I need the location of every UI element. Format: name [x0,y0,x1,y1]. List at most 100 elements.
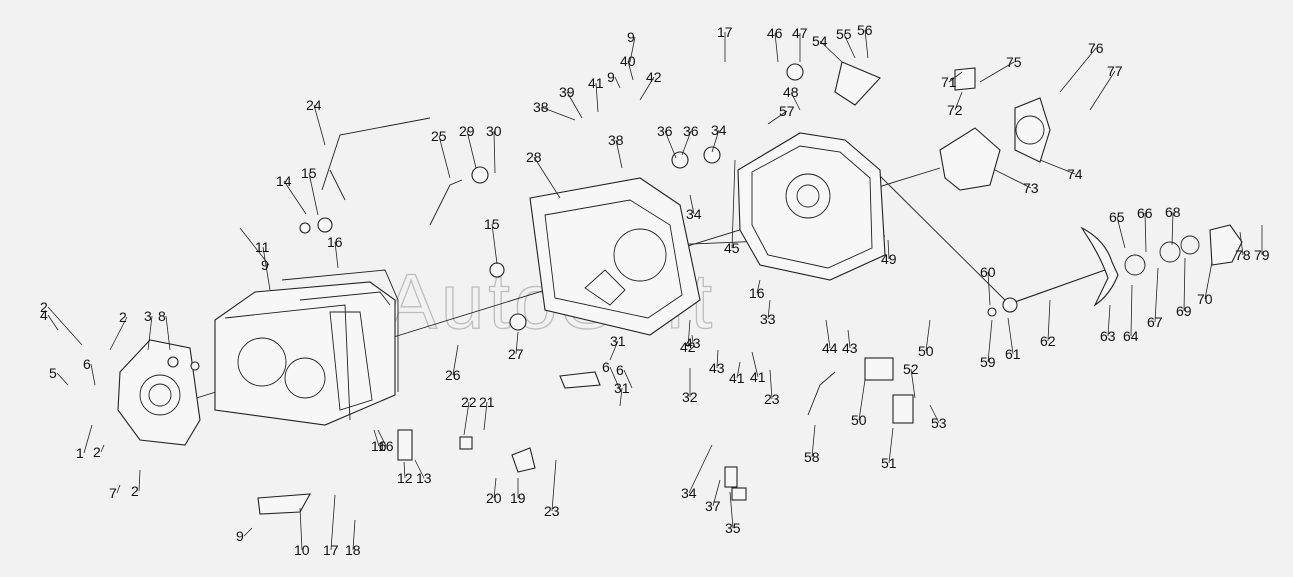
assembly-axis-right [879,175,1011,306]
part-number-label: 42 [646,69,662,85]
callout-37: 37 [705,479,721,514]
callout-62: 62 [1040,299,1056,349]
part-number-label: 26 [445,367,461,383]
part-number-label: 74 [1067,166,1083,182]
part-number-label: 39 [559,84,575,100]
callout-47: 47 [792,25,808,62]
leader-line [987,319,993,363]
part-number-label: 60 [980,264,996,280]
callout-43: 43 [709,349,725,376]
leader-line [463,401,470,436]
leader-line [910,368,916,399]
leader-line [790,91,801,111]
shift-fork [1080,224,1243,307]
callout-16: 16 [749,279,765,301]
part-number-label: 79 [1254,247,1270,263]
part-number-label: 73 [1023,180,1039,196]
callout-74: 74 [1039,159,1083,182]
leader-line [1089,70,1116,111]
callout-29: 29 [459,123,477,169]
leader-line [614,76,621,89]
callout-1: 1 [76,424,93,461]
callout-41: 41 [729,361,745,386]
callout-42: 42 [680,319,696,355]
part-number-label: 6 [83,356,91,372]
leader-line [483,401,488,431]
leader-line [334,241,339,269]
callout-6: 6 [83,356,96,386]
callout-23: 23 [544,459,560,519]
callout-41: 41 [588,75,604,113]
part-number-label: 22 [461,394,477,410]
callout-43: 43 [842,329,858,356]
part-number-label: 66 [1137,205,1153,221]
callout-75: 75 [979,54,1022,83]
callout-15: 15 [484,216,500,265]
leader-line [1239,231,1244,256]
part-number-label: 15 [301,165,317,181]
part-number-label: 36 [657,123,673,139]
callout-53: 53 [929,404,947,431]
part-number-label: 17 [323,542,339,558]
leader-line [1154,267,1159,323]
part-number-label: 31 [614,380,630,396]
callout-61: 61 [1005,317,1021,362]
callout-4: 4 [40,307,59,331]
leader-line [729,491,734,529]
leader-line [90,363,96,386]
callout-51: 51 [881,427,897,471]
callout-34: 34 [681,444,713,501]
leader-line [887,239,890,260]
callout-17: 17 [323,494,339,558]
leader-line [948,71,963,83]
leader-line [858,379,866,421]
callout-28: 28 [526,149,561,199]
leader-line [843,33,856,59]
callout-68: 68 [1165,204,1181,246]
callout-31: 31 [614,380,630,407]
part-number-label: 70 [1197,291,1213,307]
callout-34: 34 [711,122,727,153]
leader-line [1130,284,1133,337]
leader-line [533,156,561,199]
part-number-label: 41 [588,75,604,91]
callout-10: 10 [294,507,310,558]
callout-22: 22 [461,394,477,436]
callout-52: 52 [903,361,919,399]
callout-77: 77 [1089,63,1123,111]
part-number-label: 20 [486,490,502,506]
leader-line [330,494,336,551]
leader-line [1047,299,1051,342]
leader-line [756,279,761,294]
leader-line [609,340,619,361]
leader-line [1144,212,1147,253]
leader-line [414,459,425,479]
leader-line [687,319,691,348]
part-number-label: 3 [144,308,152,324]
leader-line [689,194,695,215]
leader-line [109,316,128,351]
part-number-label: 21 [479,394,495,410]
leader-line [243,527,253,537]
callout-67: 67 [1147,267,1163,330]
part-number-label: 63 [1100,328,1116,344]
callout-9: 9 [607,69,621,89]
leader-line [688,444,713,494]
leader-line [716,349,719,369]
leader-line [774,32,779,63]
part-number-label: 33 [760,311,776,327]
callout-36: 36 [657,123,677,159]
part-number-label: 16 [378,438,394,454]
leader-line [979,61,1015,83]
leader-line [994,169,1032,189]
callout-14: 14 [276,173,307,215]
leader-line [262,246,271,291]
callout-20: 20 [486,477,502,506]
leader-line [847,329,851,349]
part-number-label: 2 [131,483,139,499]
callout-58: 58 [804,424,820,465]
rear-housing [737,132,886,281]
callout-63: 63 [1100,304,1116,344]
